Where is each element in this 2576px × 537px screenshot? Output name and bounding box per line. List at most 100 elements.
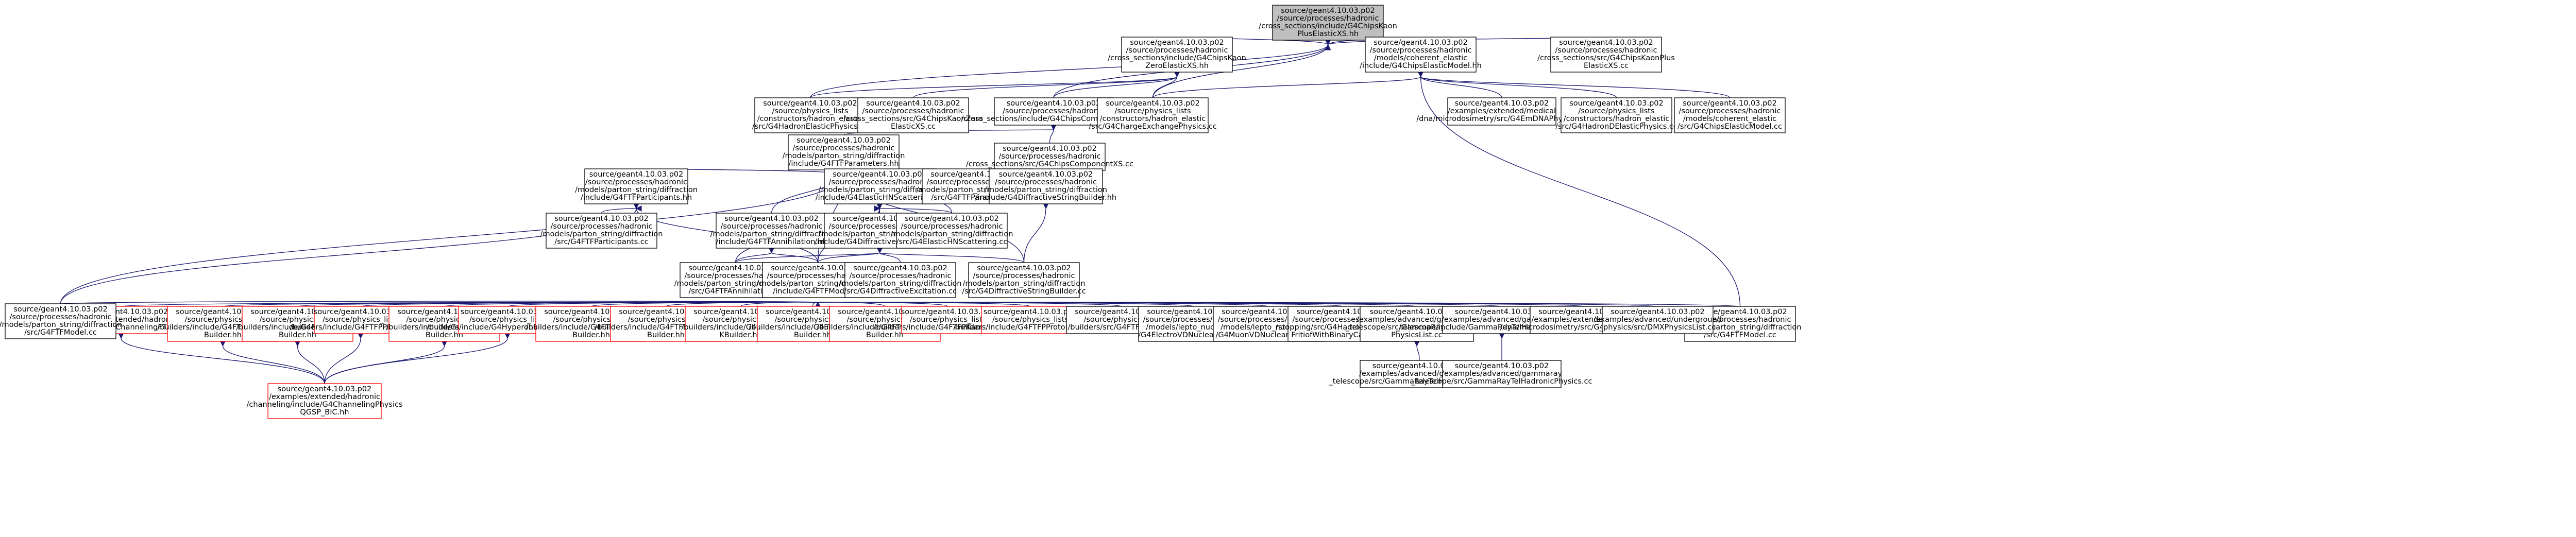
include-edge bbox=[1053, 71, 1180, 98]
node-box bbox=[824, 168, 936, 204]
node-label-line: /dna/microdosimetry/src/G4EmDNAPhysics.c… bbox=[1416, 115, 1587, 123]
file-node-diffractivestring[interactable]: source/geant4.10.03.p02/source/processes… bbox=[975, 168, 1116, 204]
include-edge bbox=[219, 340, 325, 384]
file-node-test30_cc[interactable]: source/geant4.10.03.p02/examples/extende… bbox=[1416, 97, 1587, 126]
file-node-diffexc_cc[interactable]: source/geant4.10.03.p02/source/processes… bbox=[839, 262, 962, 298]
include-edge bbox=[812, 301, 821, 308]
node-label-line: /include/G4FTFAnnihilation.hh bbox=[716, 238, 827, 246]
file-node-compxs_hh[interactable]: source/geant4.10.03.p02/source/processes… bbox=[961, 97, 1146, 126]
file-node-hadronelastic_cc[interactable]: source/geant4.10.03.p02/source/physics_l… bbox=[752, 97, 869, 133]
include-edge bbox=[1417, 71, 1617, 98]
node-box bbox=[994, 97, 1113, 126]
node-label-line: /constructors/hadron_elastic bbox=[1100, 115, 1206, 123]
node-label-line: /include/G4ChipsElasticModel.hh bbox=[1360, 62, 1482, 70]
node-label-line: _telescope/src/GammaRayTelHadronicPhysic… bbox=[1411, 377, 1592, 386]
file-node-qgsp_cc[interactable]: source/geant4.10.03.p02/examples/extende… bbox=[246, 383, 403, 419]
include-edge bbox=[735, 247, 883, 263]
node-label-line: /src/G4ChipsElasticModel.cc bbox=[1677, 123, 1782, 131]
node-label-line: source/geant4.10.03.p02 bbox=[1106, 99, 1200, 108]
node-label-line: source/geant4.10.03.p02 bbox=[853, 264, 947, 272]
include-edge bbox=[876, 247, 1025, 263]
node-label-line: source/geant4.10.03.p02 bbox=[1007, 99, 1101, 108]
node-label-line: /examples/extended/hadronic bbox=[269, 393, 380, 401]
file-node-ftfmodel_left[interactable]: source/geant4.10.03.p02/source/processes… bbox=[0, 303, 122, 339]
file-node-participants_cc[interactable]: source/geant4.10.03.p02/source/processes… bbox=[540, 213, 663, 249]
include-edge bbox=[118, 333, 325, 384]
file-node-annihilation_hh[interactable]: source/geant4.10.03.p02/source/processes… bbox=[710, 213, 833, 249]
include-edge bbox=[1049, 124, 1057, 144]
node-label-line: ZeroElasticXS.hh bbox=[1145, 62, 1209, 70]
include-edge bbox=[324, 333, 511, 384]
file-node-participants_hh[interactable]: source/geant4.10.03.p02/source/processes… bbox=[575, 168, 698, 204]
file-node-compxs_cc[interactable]: source/geant4.10.03.p02/source/processes… bbox=[966, 143, 1133, 171]
node-label-line: source/geant4.10.03.p02 bbox=[833, 170, 927, 179]
file-node-kaonzero[interactable]: source/geant4.10.03.p02/source/processes… bbox=[1108, 37, 1246, 73]
node-box bbox=[1121, 37, 1233, 73]
file-node-kaonzero_cc[interactable]: source/geant4.10.03.p02/source/processes… bbox=[843, 97, 983, 133]
include-edge bbox=[1414, 340, 1420, 361]
node-label-line: /src/G4HadronElasticPhysics.cc bbox=[752, 123, 869, 131]
node-label-line: source/geant4.10.03.p02 bbox=[1130, 39, 1224, 47]
node-label-line: /source/processes/hadronic bbox=[829, 178, 931, 186]
node-label-line: /source/processes/hadronic bbox=[850, 272, 952, 280]
file-node-diffstring_cc[interactable]: source/geant4.10.03.p02/source/processes… bbox=[962, 262, 1086, 298]
node-box bbox=[1674, 97, 1786, 133]
node-label-line: Builder.hh bbox=[794, 331, 832, 339]
node-label-line: /source/processes/hadronic bbox=[1689, 316, 1791, 324]
node-label-line: source/geant4.10.03.p02 bbox=[1693, 308, 1787, 316]
file-node-chipsmodel_cc[interactable]: source/geant4.10.03.p02/source/processes… bbox=[1674, 97, 1786, 133]
node-label-line: /source/processes/hadronic bbox=[793, 144, 895, 152]
node-label-line: /source/physics_lists bbox=[469, 316, 546, 324]
file-node-root[interactable]: source/geant4.10.03.p02/source/processes… bbox=[1259, 5, 1397, 41]
node-label-line: /src/G4FTFAnnihilation.cc bbox=[688, 287, 782, 296]
file-node-chargeexch_cc[interactable]: source/geant4.10.03.p02/source/physics_l… bbox=[1089, 97, 1217, 133]
include-edge bbox=[601, 205, 642, 214]
node-label-line: source/geant4.10.03.p02 bbox=[1003, 145, 1097, 153]
node-label-line: /source/processes/hadronic bbox=[1555, 46, 1657, 55]
node-label-line: source/geant4.10.03.p02 bbox=[905, 215, 999, 223]
file-node-chipselasticmodel[interactable]: source/geant4.10.03.p02/source/processes… bbox=[1360, 37, 1482, 73]
include-edge bbox=[1417, 71, 1731, 98]
include-edge bbox=[1152, 71, 1424, 98]
node-box bbox=[584, 168, 688, 204]
node-label-line: /src/G4DiffractiveExcitation.cc bbox=[844, 287, 957, 296]
node-label-line: /source/processes/hadronic bbox=[1679, 107, 1781, 115]
file-node-elasticscat_cc[interactable]: source/geant4.10.03.p02/source/processes… bbox=[891, 213, 1013, 249]
file-node-diffexcitation_n[interactable]: source/geant4.10.03.p02/source/processes… bbox=[816, 168, 944, 204]
node-label-line: /source/processes/hadronic bbox=[995, 178, 1097, 186]
node-label-line: source/geant4.10.03.p02 bbox=[1455, 362, 1549, 370]
node-label-line: /models/parton_string/diffraction bbox=[575, 186, 698, 194]
file-nodes: source/geant4.10.03.p02/source/processes… bbox=[0, 5, 1801, 419]
include-edge bbox=[768, 247, 819, 263]
file-node-hadrontherapy_cc[interactable]: source/geant4.10.03.p02/source/physics_l… bbox=[1555, 97, 1677, 133]
node-box bbox=[1365, 37, 1477, 73]
node-label-line: /source/physics_lists bbox=[772, 107, 848, 115]
node-label-line: source/geant4.10.03.p02 bbox=[771, 264, 865, 272]
node-label-line: /source/processes/hadronic bbox=[973, 272, 1075, 280]
node-label-line: /src/G4HadronDElasticPhysics.cc bbox=[1555, 123, 1677, 131]
file-node-n21[interactable]: source/geant4.10.03.p02/examples/advance… bbox=[1594, 306, 1722, 334]
file-node-gfparams[interactable]: source/geant4.10.03.p02/source/processes… bbox=[783, 134, 905, 170]
node-label-line: /source/processes/hadronic bbox=[10, 313, 112, 321]
include-edge bbox=[1417, 71, 1502, 98]
include-edge bbox=[324, 333, 364, 384]
node-label-line: source/geant4.10.03.p02 bbox=[724, 215, 819, 223]
node-label-line: source/geant4.10.03.p02 bbox=[1611, 308, 1705, 316]
include-edge bbox=[809, 39, 1331, 98]
node-label-line: source/geant4.10.03.p02 bbox=[554, 215, 649, 223]
node-label-line: /include/G4FTFModel.hh bbox=[773, 287, 863, 296]
node-label-line: /channeling/include/G4ChannelingPhysics bbox=[246, 401, 402, 409]
node-label-line: /src/G4FTFModel.cc bbox=[24, 328, 97, 337]
node-label-line: /models/parton_string/diffraction bbox=[783, 152, 905, 160]
node-box bbox=[896, 213, 1008, 249]
node-label-line: /src/G4DiffractiveStringBuilder.cc bbox=[962, 287, 1086, 296]
node-label-line: /source/physics_lists bbox=[1578, 107, 1654, 115]
include-edge bbox=[735, 247, 775, 263]
file-node-ftfmodel_cc[interactable]: source/geant4.10.03.p02/source/processes… bbox=[1679, 306, 1802, 342]
node-box bbox=[546, 213, 657, 249]
file-node-kaonplusxs_cc[interactable]: source/geant4.10.03.p02/source/processes… bbox=[1537, 37, 1675, 73]
node-label-line: source/geant4.10.03.p02 bbox=[1683, 99, 1777, 108]
file-node-grt2[interactable]: source/geant4.10.03.p02/examples/advance… bbox=[1411, 360, 1592, 388]
node-label-line: ElasticXS.cc bbox=[891, 123, 936, 131]
node-label-line: Builder.hh bbox=[426, 331, 463, 339]
